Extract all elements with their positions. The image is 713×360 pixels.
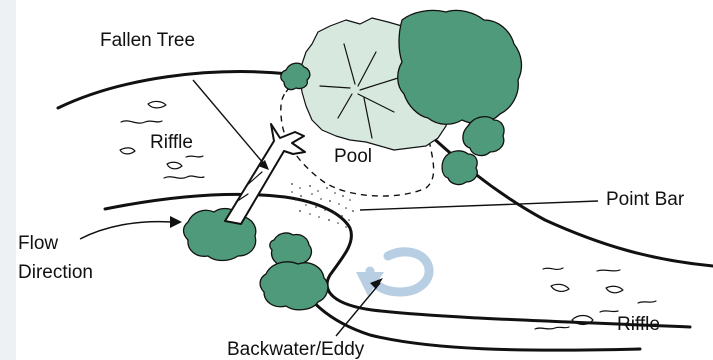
left-margin-strip [0, 0, 16, 360]
flow-arrowhead [170, 216, 182, 228]
shrub-lower-bottom [260, 262, 328, 310]
riffle-left-label: Riffle [150, 132, 193, 153]
fallen-tree-trunk [225, 124, 305, 224]
fallen-tree-label: Fallen Tree [100, 30, 195, 51]
fallen-tree-leader [193, 80, 264, 164]
backwater-label: Backwater/Eddy [227, 339, 365, 360]
eddy-arrow [356, 252, 429, 296]
direction-label: Direction [18, 262, 93, 283]
flow-leader [80, 222, 171, 239]
shrub-pool-left [281, 63, 310, 89]
dark-tree-crown [398, 10, 522, 124]
point-bar-label: Point Bar [606, 189, 685, 210]
flow-label: Flow [18, 233, 58, 254]
riffle-right-label: Riffle [617, 314, 660, 335]
stream-bank-middle [105, 194, 690, 327]
stream-bank-lower [290, 266, 640, 350]
point-bar-leader [360, 201, 598, 210]
shrub-right-bank-lower [442, 151, 477, 185]
pool-label: Pool [334, 146, 372, 167]
